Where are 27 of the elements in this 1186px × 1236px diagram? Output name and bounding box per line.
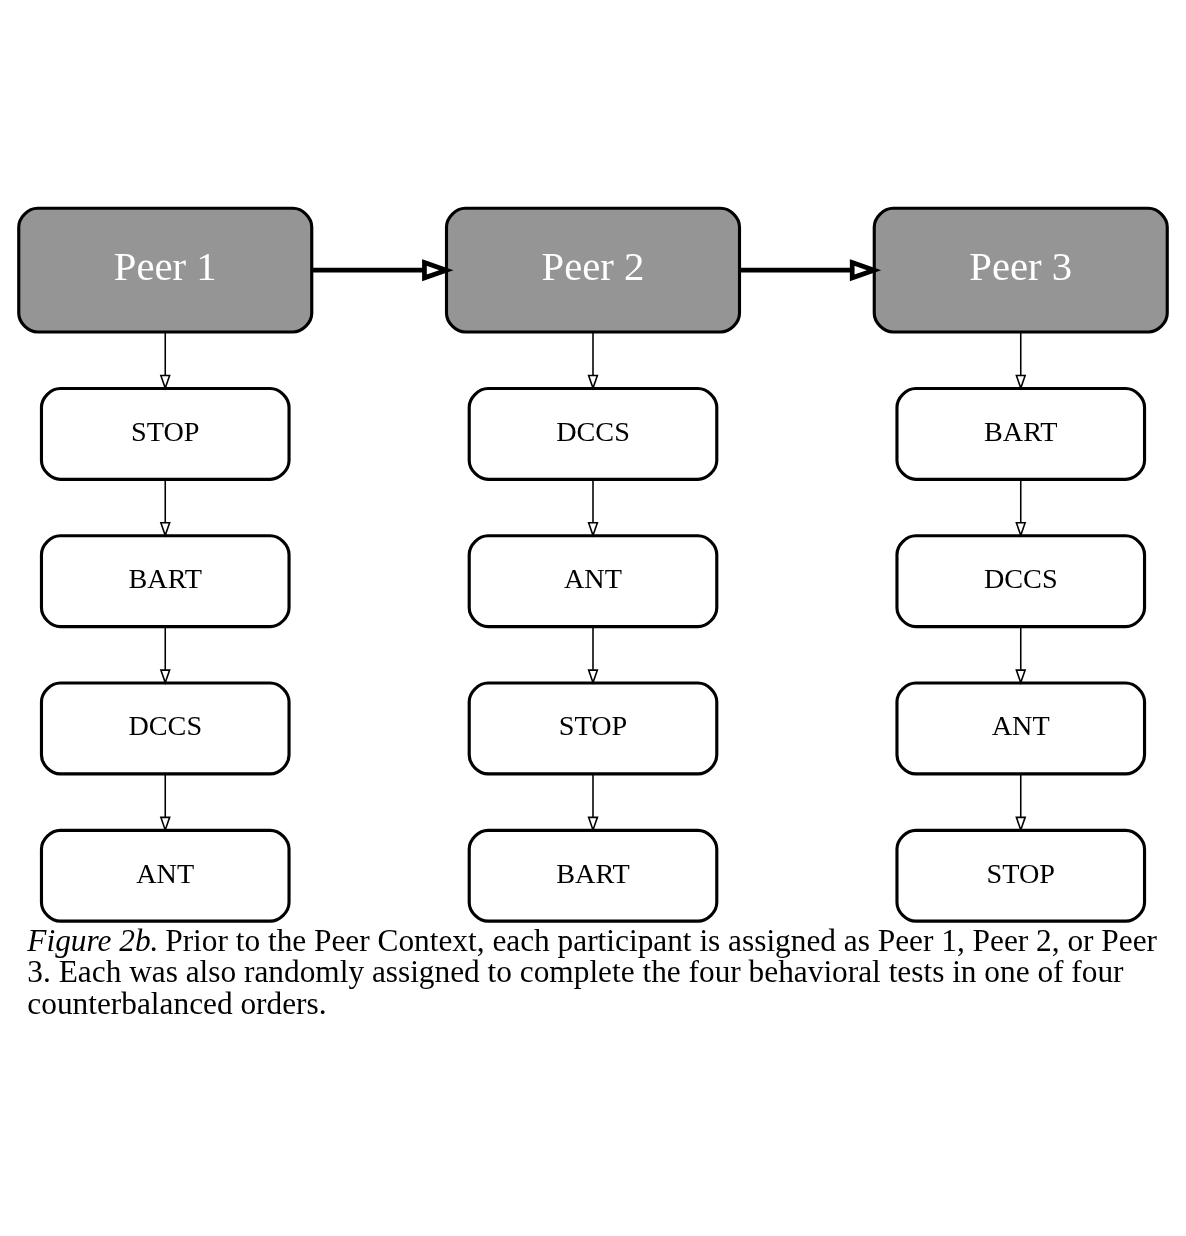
node-box: BART (895, 386, 1147, 481)
arrow (739, 259, 882, 282)
node-box: Peer 1 (17, 206, 314, 334)
caption: Figure 2b. Prior to the Peer Context, each participant is assigned as Peer 1, Peer 2, or Peer 3. Each was also randomly assigned to complete the four behavioral tests in one of four counterbalanced orders. (27, 922, 1158, 1021)
node-box: ANT (39, 828, 291, 923)
node-box: BART (467, 828, 719, 923)
node-box: STOP (467, 681, 719, 776)
arrow (587, 626, 599, 685)
arrow (1015, 626, 1027, 685)
node-box: ANT (467, 534, 719, 629)
arrow (159, 626, 171, 685)
node-box: DCCS (895, 534, 1147, 629)
node-box: DCCS (39, 681, 291, 776)
node-box: STOP (895, 828, 1147, 923)
node-box: ANT (895, 681, 1147, 776)
node-box: DCCS (467, 386, 719, 481)
arrow (311, 259, 454, 282)
arrow (159, 331, 171, 391)
arrow (1015, 331, 1027, 391)
arrow (159, 478, 171, 538)
node-box: STOP (39, 386, 291, 481)
arrow (1015, 478, 1027, 538)
node-box: Peer 3 (872, 206, 1169, 334)
arrow (587, 331, 599, 391)
node-box: BART (39, 534, 291, 629)
node-box: Peer 2 (444, 206, 742, 334)
arrow (587, 478, 599, 538)
